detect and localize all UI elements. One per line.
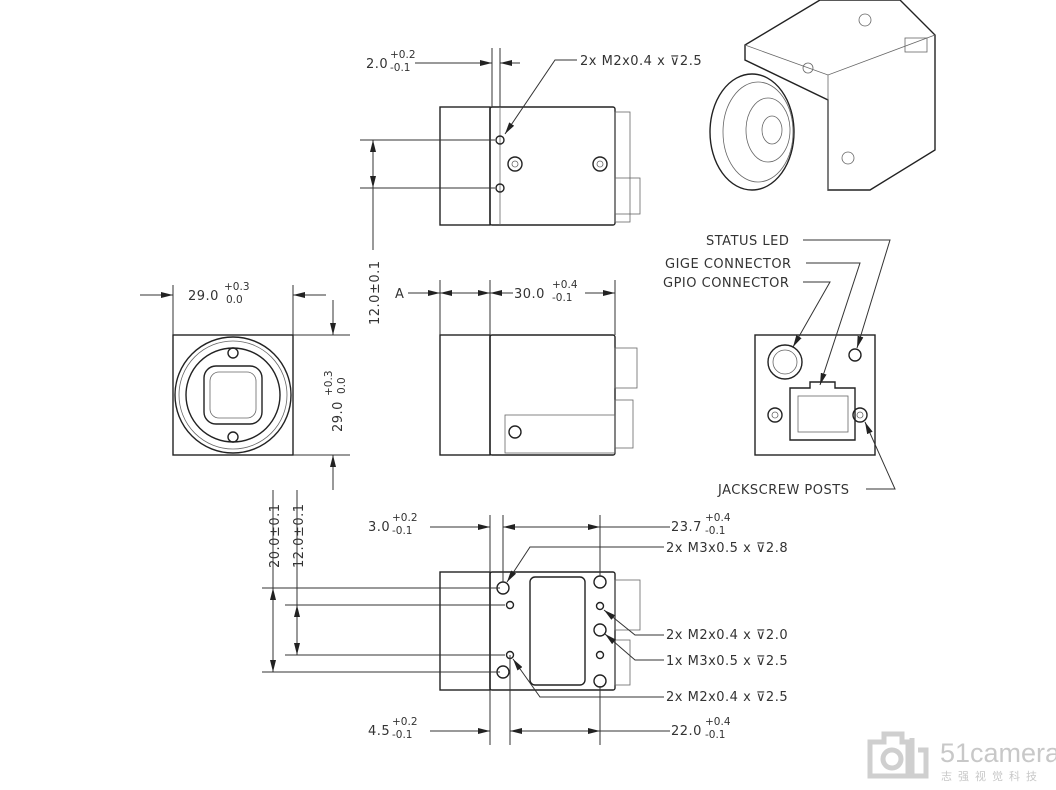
tol-minus: 0.0 [226, 294, 243, 306]
camera-3d-view [709, 0, 936, 191]
dim-body-length: 30.0 [514, 287, 545, 302]
tol-plus: +0.2 [392, 512, 418, 524]
dim-front-width: 29.0 [188, 289, 219, 304]
label-jackscrew-posts: JACKSCREW POSTS [717, 483, 849, 498]
callout-m2-2-0: 2x M2x0.4 x ⊽2.0 [666, 628, 788, 643]
bottom-view: 3.0 +0.2 -0.1 23.7 +0.4 -0.1 4.5 +0.2 -0… [262, 490, 788, 745]
dim-bottom-spacing-outer: 20.0±0.1 [268, 503, 283, 568]
gige-connector [789, 381, 856, 441]
dim-front-height: 29.0 [331, 401, 346, 432]
screw-hole [495, 183, 505, 193]
callout-m3-2-5: 1x M3x0.5 x ⊽2.5 [666, 654, 788, 669]
callout-m2-2-5: 2x M2x0.4 x ⊽2.5 [666, 690, 788, 705]
tol-plus: +0.4 [705, 716, 731, 728]
side-view: A 30.0 +0.4 -0.1 [395, 279, 638, 456]
screw-hole [495, 135, 505, 145]
gpio-connector [767, 344, 803, 380]
tol-minus: -0.1 [392, 729, 413, 741]
tol-minus: -0.1 [705, 729, 726, 741]
dim-top-offset: 2.0 [366, 57, 388, 72]
watermark-logo: 51camera 志强视觉科技 [867, 731, 1056, 783]
label-gpio-connector: GPIO CONNECTOR [663, 276, 789, 291]
callout-m3-2-8: 2x M3x0.5 x ⊽2.8 [666, 541, 788, 556]
top-view: 2.0 +0.2 -0.1 2x M2x0.4 x ⊽2.5 12.0±0.1 [360, 48, 702, 325]
dim-top-hole-spacing: 12.0±0.1 [368, 260, 383, 325]
tol-plus: +0.2 [392, 716, 418, 728]
dim-bottom-offset-2: 4.5 [368, 724, 390, 739]
tol-minus: -0.1 [552, 292, 573, 304]
callout-top-holes: 2x M2x0.4 x ⊽2.5 [580, 54, 702, 69]
watermark-brand: 51camera [940, 738, 1056, 768]
dim-bottom-offset-1: 3.0 [368, 520, 390, 535]
tol-minus: 0.0 [336, 377, 348, 394]
dim-bottom-spacing-inner: 12.0±0.1 [292, 503, 307, 568]
watermark-subtitle: 志强视觉科技 [941, 769, 1043, 783]
tol-minus: -0.1 [390, 62, 411, 74]
tol-plus: +0.3 [224, 281, 250, 293]
dim-bottom-length-1: 23.7 [671, 520, 702, 535]
datum-label: A [395, 287, 404, 302]
label-status-led: STATUS LED [706, 234, 789, 249]
status-led [848, 348, 862, 362]
dim-bottom-length-2: 22.0 [671, 724, 702, 739]
tol-plus: +0.4 [552, 279, 578, 291]
label-gige-connector: GIGE CONNECTOR [665, 257, 792, 272]
tol-plus: +0.2 [390, 49, 416, 61]
front-view: 29.0 +0.3 0.0 29.0 +0.3 0.0 [140, 281, 350, 490]
tol-plus: +0.3 [323, 371, 335, 397]
back-view: STATUS LED GIGE CONNECTOR GPIO CONNECTOR… [663, 234, 896, 498]
tol-minus: -0.1 [392, 525, 413, 537]
tol-plus: +0.4 [705, 512, 731, 524]
tol-minus: -0.1 [705, 525, 726, 537]
